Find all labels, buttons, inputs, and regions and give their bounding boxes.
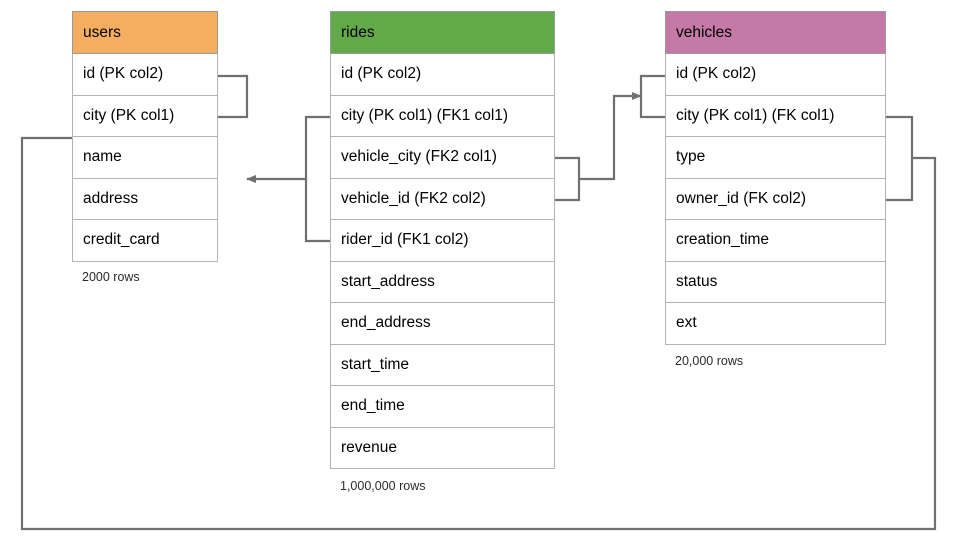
- table-users-title: users: [83, 23, 121, 41]
- column-label: id (PK col2): [341, 65, 422, 83]
- table-rides-title: rides: [341, 23, 375, 41]
- column-label: ext: [676, 314, 697, 332]
- table-rides-column-vehicle-id[interactable]: vehicle_id (FK2 col2): [330, 178, 555, 220]
- table-rides-row-count: 1,000,000 rows: [340, 479, 426, 493]
- table-rides-column-vehicle-city[interactable]: vehicle_city (FK2 col1): [330, 137, 555, 179]
- table-vehicles-header: vehicles: [665, 11, 886, 54]
- table-rides-column-revenue[interactable]: revenue: [330, 427, 555, 469]
- table-vehicles-row-count: 20,000 rows: [675, 354, 744, 368]
- table-users-column-address[interactable]: address: [72, 178, 218, 220]
- column-label: city (PK col1) (FK1 col1): [341, 106, 509, 124]
- connector-rides-vehicles-fk2: [555, 74, 665, 202]
- table-rides-column-start-address[interactable]: start_address: [330, 261, 555, 303]
- table-vehicles-column-city[interactable]: city (PK col1) (FK col1): [665, 95, 886, 137]
- column-label: start_address: [341, 272, 435, 290]
- column-label: city (PK col1): [83, 106, 175, 124]
- column-label: credit_card: [83, 231, 160, 249]
- connector-rides-users-fk1: [218, 74, 330, 243]
- table-rides-column-end-time[interactable]: end_time: [330, 386, 555, 428]
- table-vehicles-column-type[interactable]: type: [665, 137, 886, 179]
- column-label: end_address: [341, 314, 431, 332]
- column-label: address: [83, 189, 139, 207]
- column-label: revenue: [341, 438, 398, 456]
- table-users[interactable]: users id (PK col2) city (PK col1) name a…: [72, 11, 218, 262]
- table-rides-column-city[interactable]: city (PK col1) (FK1 col1): [330, 95, 555, 137]
- column-label: id (PK col2): [676, 65, 757, 83]
- column-label: end_time: [341, 397, 405, 415]
- table-vehicles-column-id[interactable]: id (PK col2): [665, 54, 886, 96]
- table-rides[interactable]: rides id (PK col2) city (PK col1) (FK1 c…: [330, 11, 555, 469]
- column-label: rider_id (FK1 col2): [341, 231, 469, 249]
- column-label: type: [676, 148, 706, 166]
- table-vehicles-column-status[interactable]: status: [665, 261, 886, 303]
- column-label: vehicle_id (FK2 col2): [341, 189, 486, 207]
- table-rides-column-end-address[interactable]: end_address: [330, 303, 555, 345]
- table-vehicles[interactable]: vehicles id (PK col2) city (PK col1) (FK…: [665, 11, 886, 345]
- table-users-column-city[interactable]: city (PK col1): [72, 95, 218, 137]
- column-label: city (PK col1) (FK col1): [676, 106, 835, 124]
- table-vehicles-column-creation-time[interactable]: creation_time: [665, 220, 886, 262]
- column-label: vehicle_city (FK2 col1): [341, 148, 497, 166]
- table-rides-column-start-time[interactable]: start_time: [330, 344, 555, 386]
- table-users-header: users: [72, 11, 218, 54]
- column-label: id (PK col2): [83, 65, 164, 83]
- column-label: status: [676, 272, 718, 290]
- table-vehicles-title: vehicles: [676, 23, 732, 41]
- column-label: name: [83, 148, 122, 166]
- table-vehicles-column-owner-id[interactable]: owner_id (FK col2): [665, 178, 886, 220]
- table-vehicles-column-ext[interactable]: ext: [665, 303, 886, 345]
- table-users-column-credit-card[interactable]: credit_card: [72, 220, 218, 262]
- table-users-column-name[interactable]: name: [72, 137, 218, 179]
- column-label: creation_time: [676, 231, 770, 249]
- table-rides-header: rides: [330, 11, 555, 54]
- column-label: start_time: [341, 355, 410, 373]
- table-rides-column-rider-id[interactable]: rider_id (FK1 col2): [330, 220, 555, 262]
- table-users-row-count: 2000 rows: [82, 270, 140, 284]
- table-rides-column-id[interactable]: id (PK col2): [330, 54, 555, 96]
- table-users-column-id[interactable]: id (PK col2): [72, 54, 218, 96]
- column-label: owner_id (FK col2): [676, 189, 807, 207]
